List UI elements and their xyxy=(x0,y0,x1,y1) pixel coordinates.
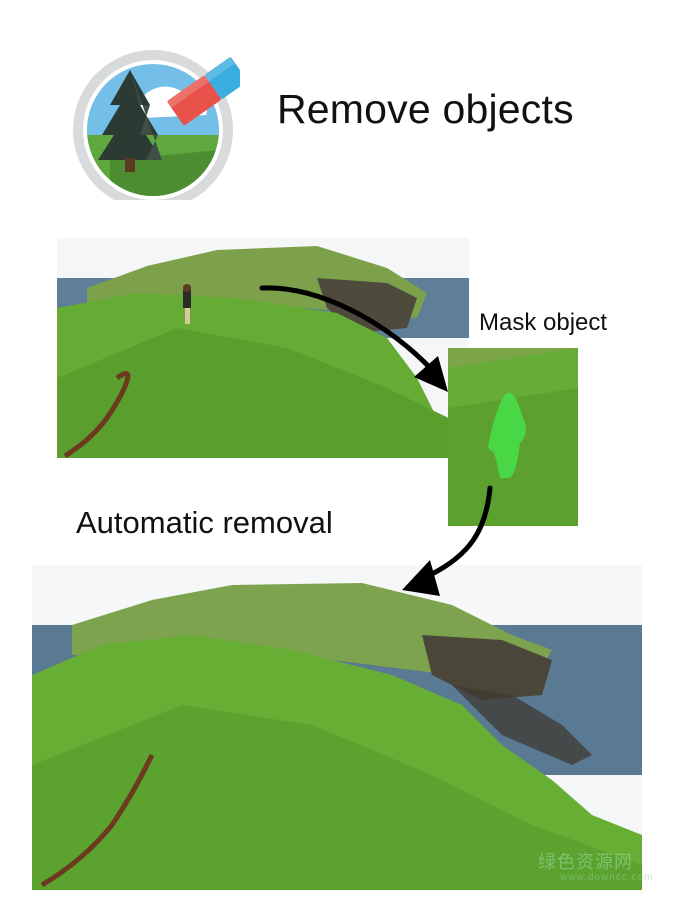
page-title: Remove objects xyxy=(277,86,574,132)
app-logo-icon xyxy=(73,50,240,200)
removal-step-label: Automatic removal xyxy=(76,505,333,540)
before-photo xyxy=(57,238,469,458)
mask-step-label: Mask object xyxy=(479,309,608,336)
watermark-url: www.downcc.com xyxy=(560,872,654,883)
watermark: 绿色资源网 xyxy=(538,852,633,872)
after-photo xyxy=(32,565,642,890)
mask-photo xyxy=(448,348,578,526)
